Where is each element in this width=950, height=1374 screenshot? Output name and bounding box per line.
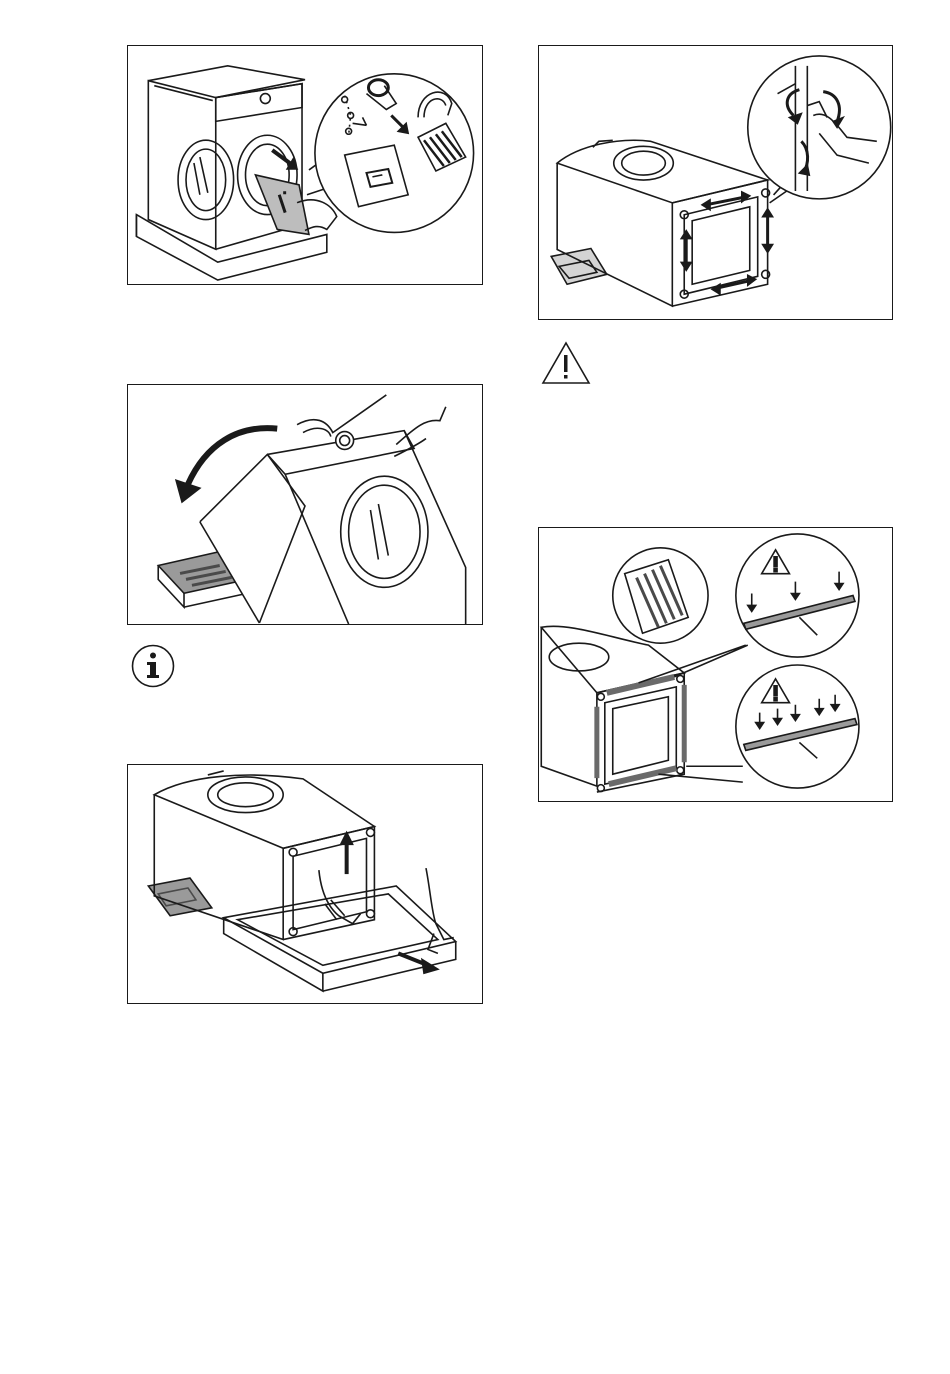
warning-icon [540, 340, 592, 386]
fig-remove-accessories [127, 45, 483, 285]
washing-machine-remove-accessory-bag-illustration [128, 46, 482, 284]
fig-remove-base-rails [538, 45, 893, 320]
machine-on-side-remove-rails-illustration [539, 46, 892, 319]
machine-install-rails-with-warnings-illustration [539, 528, 892, 801]
machine-tilt-backward-illustration [128, 385, 482, 624]
info-icon [130, 643, 176, 689]
fig-install-rails [538, 527, 893, 802]
fig-pull-base [127, 764, 483, 1004]
fig-tilt-machine [127, 384, 483, 625]
machine-pull-polystyrene-base-illustration [128, 765, 482, 1003]
